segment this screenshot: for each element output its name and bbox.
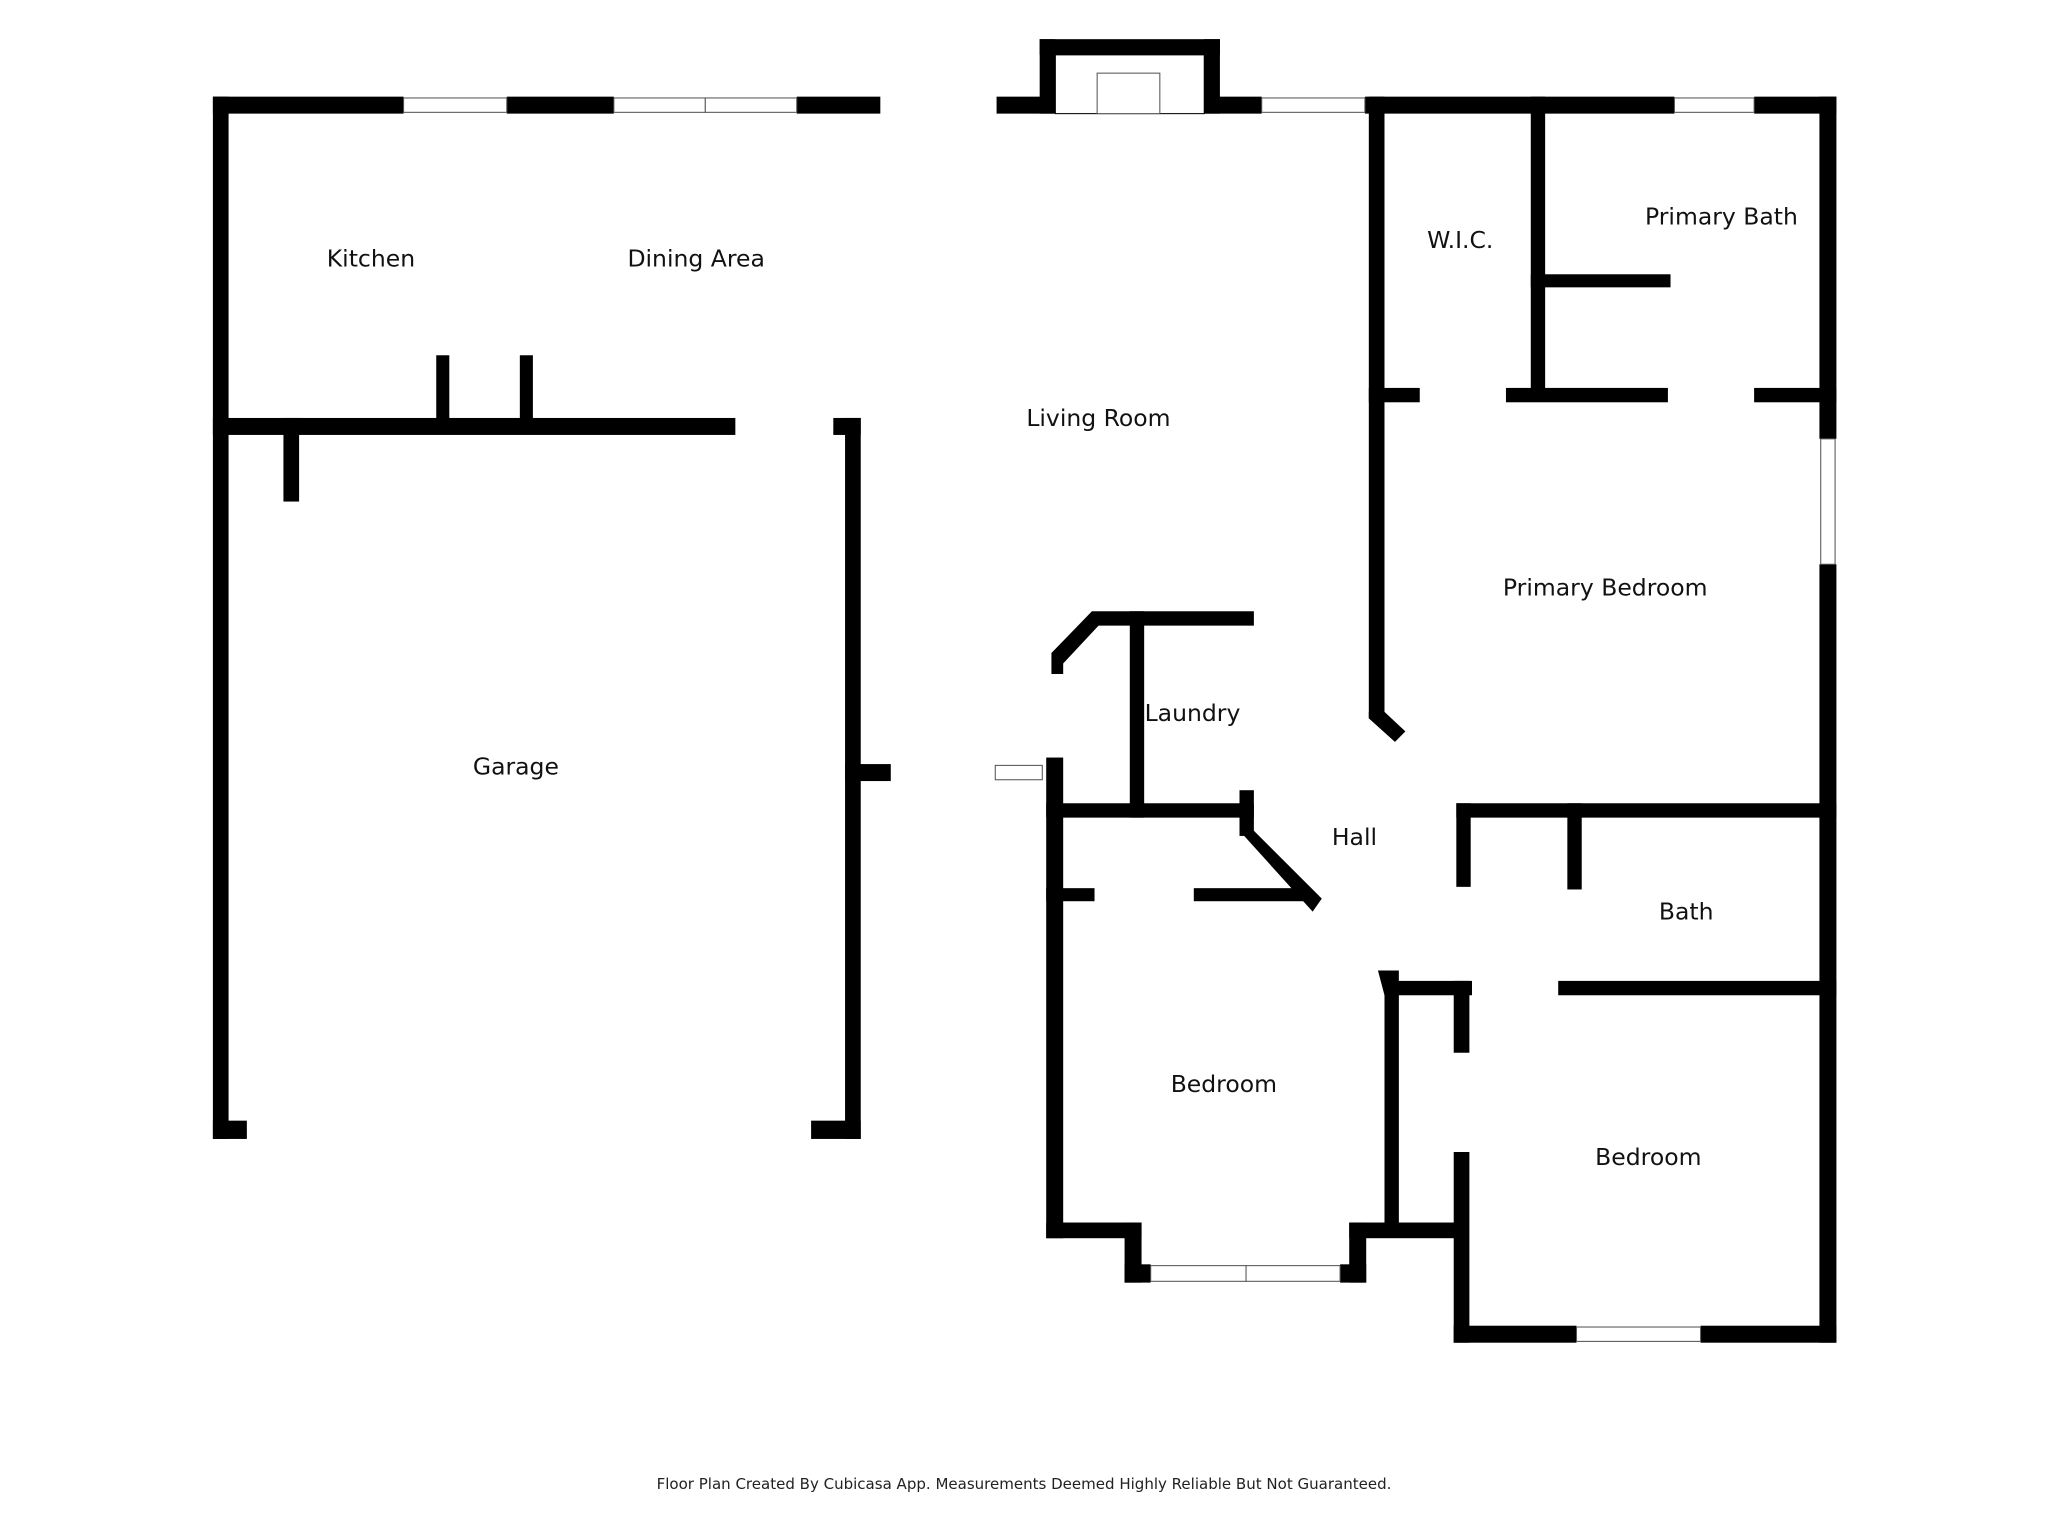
room-label-bedroom-1: Bedroom [1171,1070,1277,1098]
room-label-laundry: Laundry [1145,699,1241,727]
room-label-primary-bath: Primary Bath [1645,203,1798,231]
room-labels: Kitchen Dining Area Living Room W.I.C. P… [327,203,1798,1171]
windows [403,97,1836,1342]
room-label-primary-bedroom: Primary Bedroom [1503,574,1708,602]
room-label-kitchen: Kitchen [327,244,415,272]
fireplace [1054,54,1205,115]
room-label-bedroom-2: Bedroom [1595,1143,1701,1171]
room-label-living-room: Living Room [1026,404,1170,432]
footer-disclaimer: Floor Plan Created By Cubicasa App. Meas… [657,1475,1392,1493]
room-label-wic: W.I.C. [1427,226,1493,254]
room-label-garage: Garage [473,753,559,781]
room-label-dining-area: Dining Area [627,244,764,272]
walls [212,39,1837,1343]
room-label-hall: Hall [1332,823,1377,851]
room-label-bath: Bath [1659,898,1714,926]
